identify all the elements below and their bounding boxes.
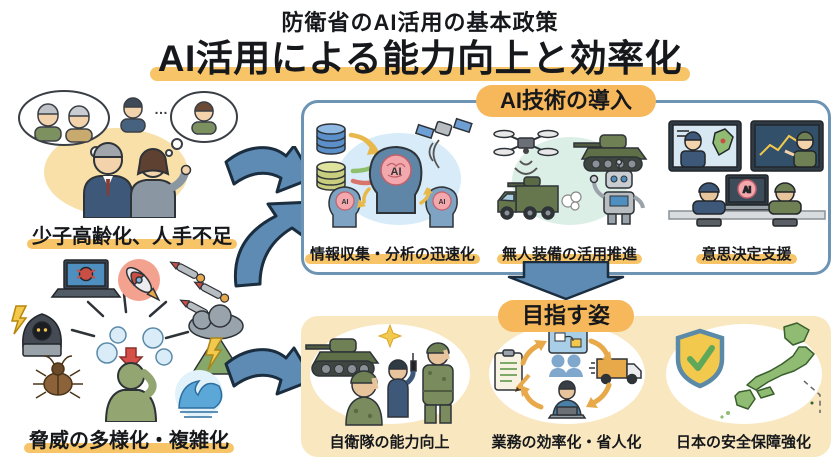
svg-text:AI: AI [743,186,751,195]
thought-bubbles [96,326,173,366]
satellite-icon [414,117,473,169]
arrow-threats-to-goal [224,346,315,396]
connector-arrows [224,146,315,396]
hacker-icon [11,305,62,357]
svg-text:AI: AI [341,199,348,206]
monitor-left-icon [667,120,742,172]
robot-icon [589,158,645,225]
database-green-icon [315,161,346,191]
ai-head-left-icon: AI [327,186,361,228]
page-title: AI活用による能力向上と効率化 [0,28,840,82]
caption-info-collection: 情報収集・分析の迅速化 [304,243,481,264]
share-arrows [356,187,433,208]
person-laptop-icon [547,380,586,419]
worried-soldier-silhouette [104,362,158,422]
elderly-man-icon [34,103,62,142]
caption-decision: 意思決定支援 [658,243,835,264]
efficiency-illustration [488,323,645,424]
red-down-arrow [118,347,144,371]
page-subtitle: 防衛省のAI活用の基本政策 [281,10,559,35]
goals-box: 目指す姿 [301,300,832,457]
bottom-item-efficiency: 業務の効率化・省人化 [478,316,655,457]
threats-label: 脅威の多様化・複雑化 [6,424,252,453]
elderly-woman-icon [65,105,93,143]
aging-society-label: 少子高齢化、人手不足 [12,220,252,249]
ai-introduction-badge: AI技術の導入 [475,85,657,117]
laptop-ai-icon: AI [715,174,778,211]
rocket-icon [118,259,161,302]
ai-head-right-icon: AI [424,186,458,228]
tank-icon [572,134,647,172]
territory-line [803,380,821,413]
radiating-lines [70,292,190,340]
cycle-arrows [519,338,612,410]
military-truck-icon [496,176,582,220]
japan-map-icon [719,322,815,419]
caption-unmanned: 無人装備の活用推進 [481,243,658,264]
malware-laptop-icon [50,259,122,298]
ai-introduction-box: AI技術の導入 [301,85,831,275]
threats-illustration [11,259,244,422]
monitor-right-icon [749,120,824,172]
decision-support-illustration: AI [667,120,826,227]
woman-officer-icon [386,353,417,418]
desk [667,210,826,220]
businesswoman-icon [130,148,192,218]
ellipsis-text: … [154,101,168,117]
officer-navy-icon [691,182,726,227]
caption-security: 日本の安全保障強化 [675,434,811,451]
unmanned-equipment-illustration [492,129,647,225]
sparkle-icon [377,323,402,349]
database-blue-icon [315,123,346,155]
clipboard-icon [493,349,531,392]
caption-sdf: 自衛隊の能力向上 [329,434,450,451]
arrow-aging-to-ai [224,146,315,194]
aging-society-group: … [12,84,252,264]
young-worker-icon [120,97,146,133]
bug-icon [33,355,83,399]
aging-society-illustration: … [18,90,238,218]
officer-green-icon [767,182,802,227]
drone-icon [492,129,559,175]
soldier-saluting-icon [344,370,383,426]
soldier-standing-icon [421,342,454,424]
shield-check-icon [675,328,724,389]
truck-icon [588,358,642,385]
goals-badge: 目指す姿 [497,300,635,332]
svg-text:AI: AI [438,199,445,206]
top-item-unmanned: 無人装備の活用推進 [481,103,658,272]
threats-group: 脅威の多様化・複雑化 [6,258,252,458]
svg-text:AI: AI [390,166,401,178]
caption-efficiency: 業務の効率化・省人化 [491,434,642,451]
page-title-text: AI活用による能力向上と効率化 [149,28,691,82]
top-item-info-collection: AI AI AI 情報収集・分析の迅速化 [304,103,481,272]
top-item-decision: AI 意思決定支援 [658,103,835,272]
info-collection-illustration: AI AI AI [315,117,473,228]
ai-head-main-icon: AI [368,145,422,214]
bottom-item-security: 日本の安全保障強化 [655,316,832,457]
sdf-capability-illustration [304,323,470,426]
bottom-item-sdf: 自衛隊の能力向上 [301,316,478,457]
tsunami-icon [175,370,223,418]
people-pair-icon [548,354,583,377]
island-dot [810,401,813,405]
thought-bubble-woman [165,91,238,157]
down-arrow [507,261,625,301]
japan-security-illustration [665,322,822,424]
